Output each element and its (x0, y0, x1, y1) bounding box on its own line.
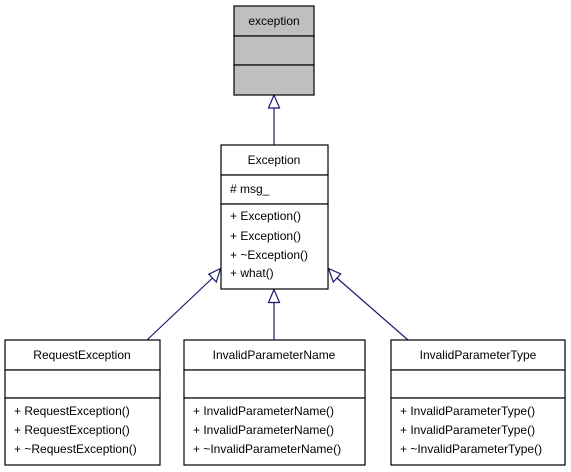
class-std-exception-header (233, 5, 315, 37)
class-invalid-parameter-type-attributes (390, 369, 566, 399)
class-box-exception[interactable]: Exception # msg_ + Exception() + Excepti… (220, 144, 329, 290)
inheritance-edges (146, 93, 409, 341)
class-invalid-parameter-name-name: InvalidParameterName (213, 348, 336, 362)
arrowhead-std-exception (267, 93, 281, 109)
class-invalid-parameter-type-header (390, 339, 566, 371)
class-invalid-parameter-name-method: + InvalidParameterName() (193, 423, 334, 437)
edge-request-exception-to-exception (146, 277, 213, 341)
edge-invalid-parameter-type-to-exception (336, 277, 409, 341)
class-invalid-parameter-type-name: InvalidParameterType (420, 348, 537, 362)
class-request-exception-method: + RequestException() (14, 423, 130, 437)
class-exception-method: + Exception() (230, 209, 301, 223)
arrowhead-exception-left (207, 267, 222, 284)
class-std-exception-attributes (233, 35, 315, 66)
class-box-invalid-parameter-name[interactable]: InvalidParameterName + InvalidParameterN… (183, 339, 366, 466)
class-invalid-parameter-name-method: + InvalidParameterName() (193, 404, 334, 418)
class-std-exception-name: exception (248, 14, 299, 28)
class-box-std-exception[interactable]: exception (233, 5, 315, 96)
class-request-exception-attributes (4, 369, 161, 399)
class-std-exception-methods (233, 64, 315, 96)
class-request-exception-method: + RequestException() (14, 404, 130, 418)
class-invalid-parameter-type-method: + InvalidParameterType() (400, 404, 535, 418)
class-exception-header (220, 144, 329, 176)
class-invalid-parameter-name-header (183, 339, 366, 371)
class-invalid-parameter-name-methods (183, 397, 366, 466)
class-request-exception-name: RequestException (33, 348, 130, 362)
class-request-exception-header (4, 339, 161, 371)
class-box-invalid-parameter-type[interactable]: InvalidParameterType + InvalidParameterT… (390, 339, 566, 466)
class-invalid-parameter-name-attributes (183, 369, 366, 399)
class-request-exception-methods (4, 397, 161, 466)
arrowhead-exception-center (267, 287, 281, 304)
class-box-request-exception[interactable]: RequestException + RequestException() + … (4, 339, 161, 466)
class-invalid-parameter-type-methods (390, 397, 566, 466)
class-exception-method: + Exception() (230, 229, 301, 243)
class-exception-method: + ~Exception() (230, 248, 308, 262)
class-exception-attribute-msg: # msg_ (230, 182, 270, 196)
class-exception-method: + what() (230, 266, 274, 280)
arrowhead-exception-right (327, 267, 342, 284)
class-invalid-parameter-type-method: + ~InvalidParameterType() (400, 442, 542, 456)
class-request-exception-method: + ~RequestException() (14, 442, 137, 456)
class-exception-name: Exception (248, 153, 301, 167)
class-invalid-parameter-name-method: + ~InvalidParameterName() (193, 442, 341, 456)
class-exception-methods (220, 203, 329, 290)
class-invalid-parameter-type-method: + InvalidParameterType() (400, 423, 535, 437)
